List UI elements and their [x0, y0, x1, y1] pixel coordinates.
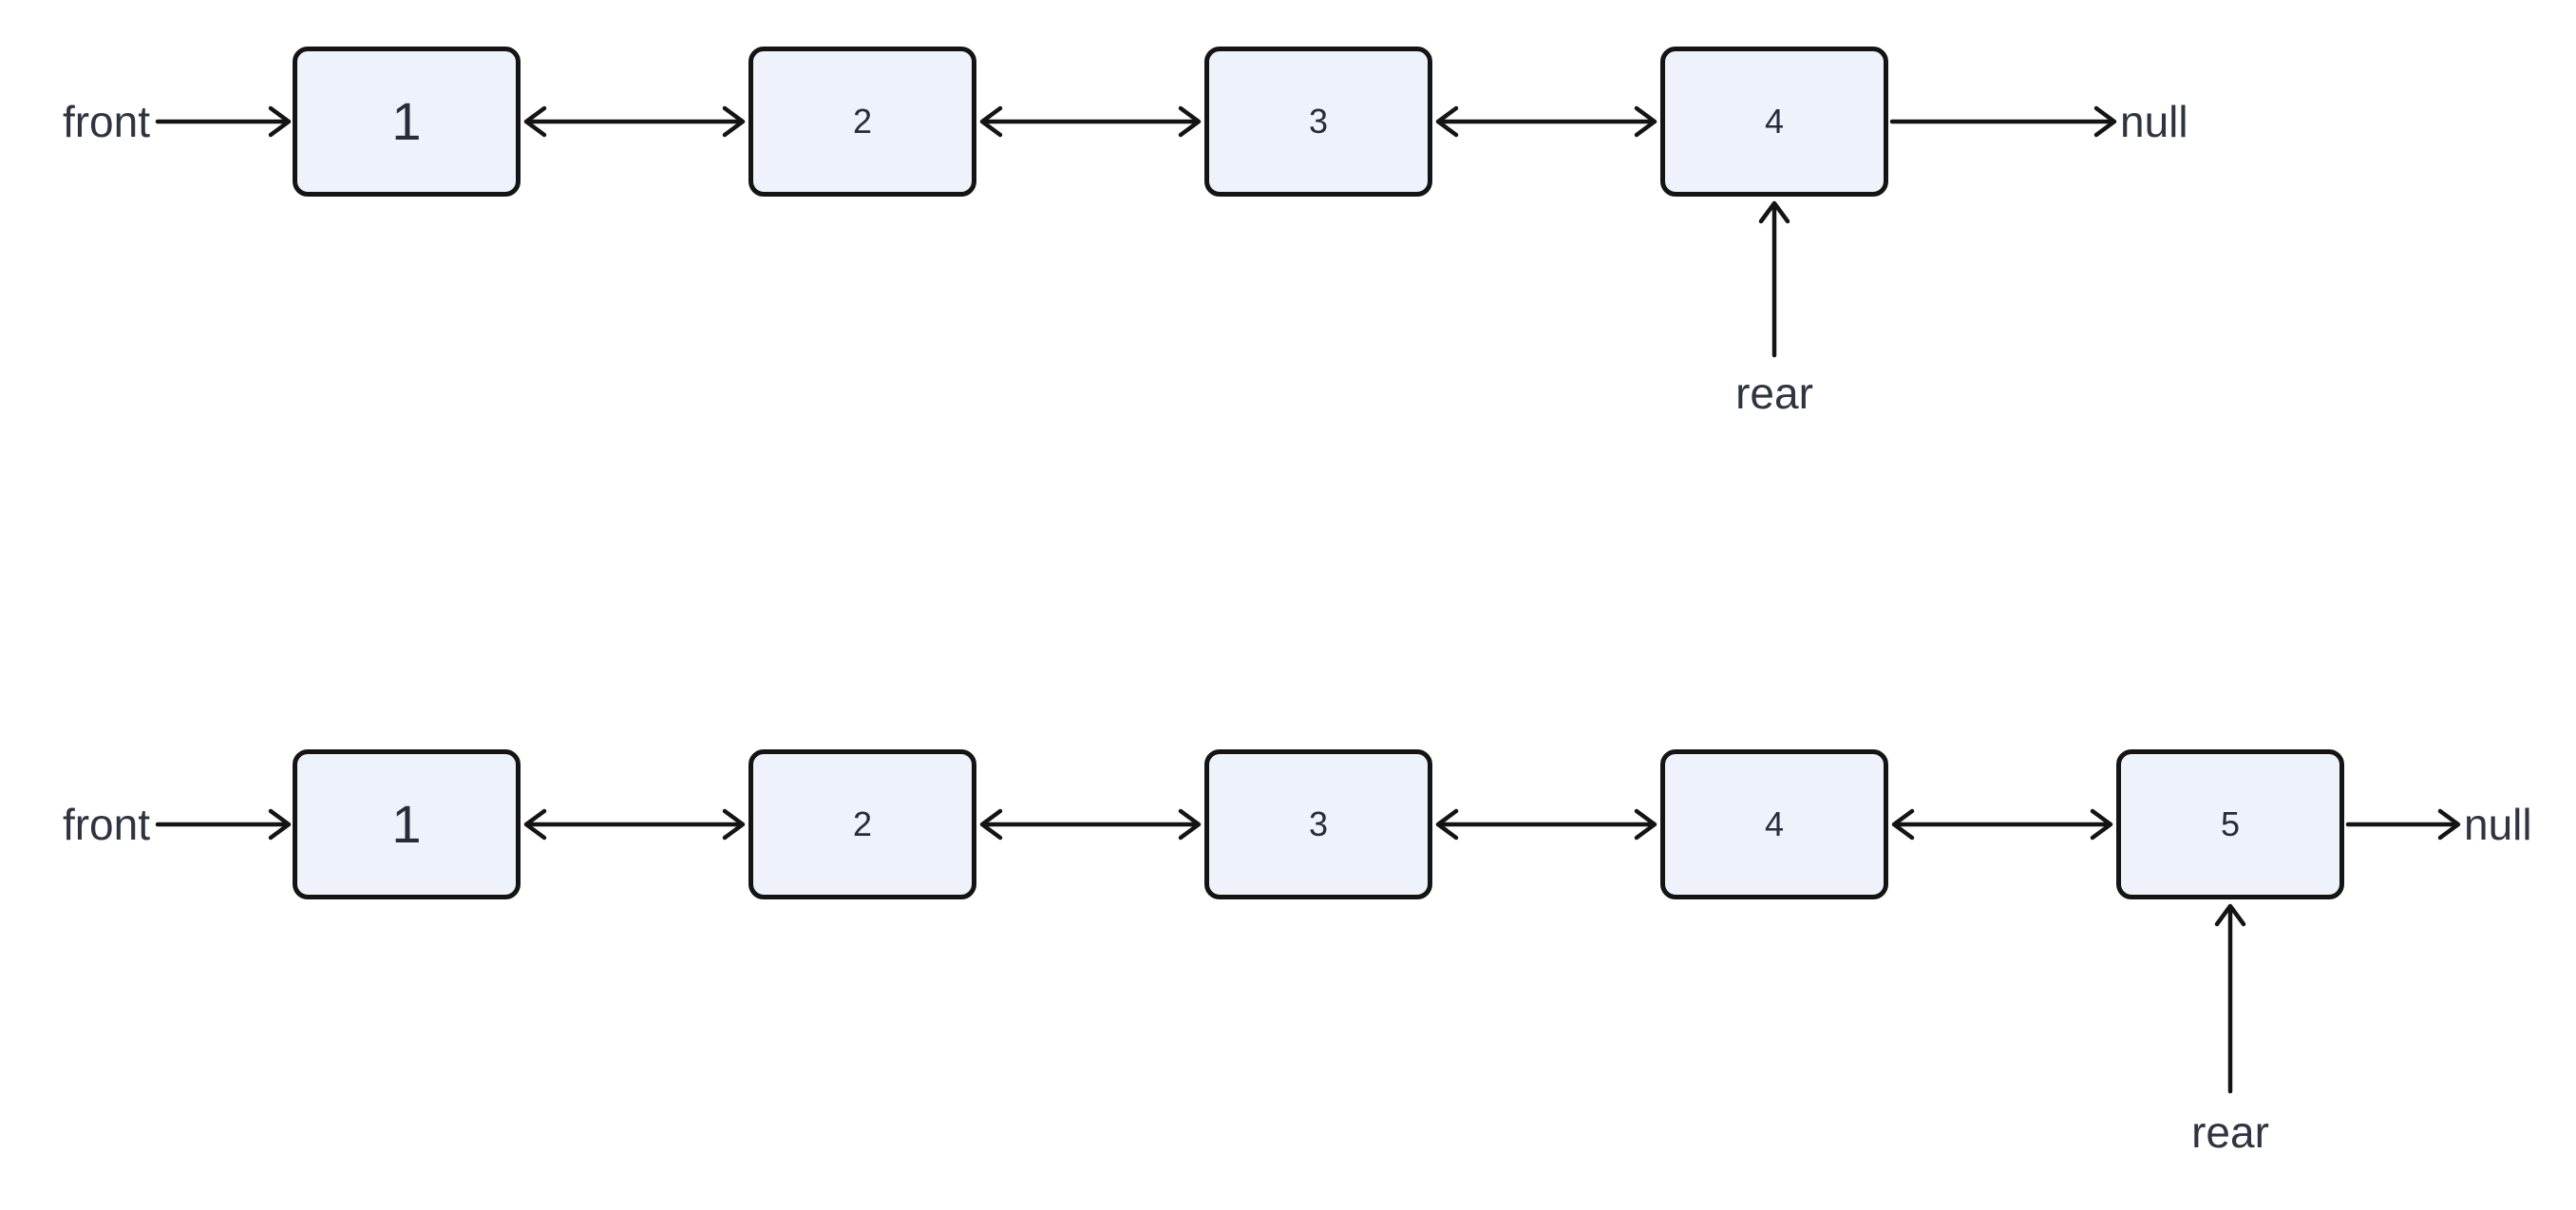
- arrowhead-up-icon: [2214, 903, 2246, 927]
- arrowhead-right-icon: [1178, 105, 1202, 138]
- row1-null-label: null: [2120, 97, 2188, 146]
- arrowhead-right-icon: [2090, 808, 2113, 841]
- row2-rear-pointer: [2214, 903, 2246, 1094]
- arrowhead-left-icon: [1435, 808, 1459, 841]
- row2-link-node4-node5: [1891, 808, 2113, 841]
- row2-node1: 1: [293, 749, 521, 899]
- row2-node5: 5: [2116, 749, 2344, 899]
- node-value: 5: [2220, 804, 2241, 843]
- node-value: 4: [1764, 804, 1785, 843]
- arrowhead-right-icon: [2437, 808, 2461, 841]
- row2-null-arrow: [2345, 808, 2461, 841]
- arrowhead-right-icon: [722, 808, 746, 841]
- arrowhead-left-icon: [523, 808, 547, 841]
- arrowhead-right-icon: [1634, 808, 1657, 841]
- row1-link-node2-node3: [979, 105, 1202, 138]
- arrowhead-right-icon: [268, 105, 292, 138]
- row2-front-arrow: [155, 808, 292, 841]
- arrowhead-left-icon: [979, 808, 1003, 841]
- row1-rear-pointer: [1758, 200, 1790, 358]
- node-value: 3: [1308, 102, 1329, 141]
- row2-node4: 4: [1660, 749, 1888, 899]
- arrowhead-left-icon: [523, 105, 547, 138]
- row1-link-node1-node2: [523, 105, 746, 138]
- row1-link-node3-node4: [1435, 105, 1657, 138]
- node-value: 3: [1308, 804, 1329, 843]
- arrowhead-right-icon: [2093, 105, 2117, 138]
- row2-node3: 3: [1204, 749, 1432, 899]
- row1-front-arrow: [155, 105, 292, 138]
- row1-node2: 2: [748, 47, 976, 197]
- node-value: 4: [1764, 102, 1785, 141]
- row1-node1: 1: [293, 47, 521, 197]
- node-value: 1: [391, 794, 422, 854]
- arrowhead-left-icon: [1891, 808, 1915, 841]
- row2-link-node2-node3: [979, 808, 1202, 841]
- row2-null-label: null: [2464, 800, 2532, 849]
- arrowhead-up-icon: [1758, 200, 1790, 224]
- row1-rear-label: rear: [1735, 369, 1813, 418]
- arrowhead-right-icon: [268, 808, 292, 841]
- row1-null-arrow: [1889, 105, 2117, 138]
- arrowhead-right-icon: [1178, 808, 1202, 841]
- row1-node4: 4: [1660, 47, 1888, 197]
- row1-front-label: front: [62, 97, 150, 146]
- arrowhead-right-icon: [1634, 105, 1657, 138]
- node-value: 2: [852, 102, 873, 141]
- arrowhead-right-icon: [722, 105, 746, 138]
- row2-link-node3-node4: [1435, 808, 1657, 841]
- arrowhead-left-icon: [1435, 105, 1459, 138]
- row2-link-node1-node2: [523, 808, 746, 841]
- row2-rear-label: rear: [2191, 1107, 2269, 1157]
- arrowhead-left-icon: [979, 105, 1003, 138]
- node-value: 2: [852, 804, 873, 843]
- row2-front-label: front: [62, 800, 150, 849]
- node-value: 1: [391, 91, 422, 151]
- row1-node3: 3: [1204, 47, 1432, 197]
- row2-node2: 2: [748, 749, 976, 899]
